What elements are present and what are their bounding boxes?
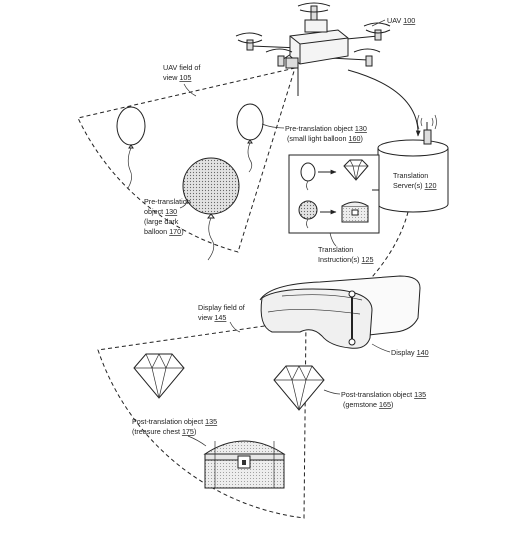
svg-text:(treasure chest 175): (treasure chest 175) (132, 427, 196, 436)
uav-fov-label: UAV field of view 105 (163, 63, 200, 97)
svg-text:view 145: view 145 (198, 313, 226, 322)
translation-instructions-label: Translation Instruction(s) 125 (318, 232, 374, 264)
server-icon: Translation Server(s) 120 (377, 139, 449, 213)
svg-text:Translation: Translation (393, 171, 428, 180)
gemstone-icon (133, 353, 185, 399)
svg-text:balloon 170): balloon 170) (144, 227, 184, 236)
balloon-icon (298, 200, 318, 229)
display-field-of-view (97, 319, 307, 519)
svg-text:Instruction(s) 125: Instruction(s) 125 (318, 255, 374, 264)
uav-to-server-arrow (347, 69, 421, 137)
display-fov-label: Display field of view 145 (198, 303, 245, 333)
post-translation-chest-label: Post-translation object 135 (treasure ch… (132, 417, 217, 447)
treasure-chest-icon (203, 440, 286, 489)
post-translation-gem-label: Post-translation object 135 (gemstone 16… (323, 389, 426, 409)
display-label: Display 140 (371, 343, 429, 357)
balloon-icon (236, 103, 264, 173)
svg-text:(gemstone 165): (gemstone 165) (343, 400, 393, 409)
svg-text:view 105: view 105 (163, 73, 191, 82)
svg-text:(large dark: (large dark (144, 217, 179, 226)
svg-text:Display 140: Display 140 (391, 348, 429, 357)
large-dark-balloon-icon (182, 157, 240, 261)
balloon-icon (116, 106, 146, 189)
svg-text:Pre-translation object 130: Pre-translation object 130 (285, 124, 367, 133)
svg-text:Post-translation object 135: Post-translation object 135 (341, 390, 426, 399)
svg-text:Translation: Translation (318, 245, 353, 254)
uav-label: UAV 100 (371, 16, 415, 27)
svg-text:Server(s) 120: Server(s) 120 (393, 181, 437, 190)
svg-text:object 130: object 130 (144, 207, 177, 216)
translation-instructions-box (288, 154, 380, 234)
balloon-icon (300, 162, 316, 191)
treasure-chest-icon (341, 201, 369, 223)
svg-text:UAV 100: UAV 100 (387, 16, 415, 25)
svg-text:Display field of: Display field of (198, 303, 245, 312)
pre-translation-large-label: Pre-translation object 130 (large dark b… (144, 197, 191, 236)
gemstone-icon (343, 159, 369, 181)
antenna-icon (417, 114, 437, 145)
svg-text:Pre-translation: Pre-translation (144, 197, 191, 206)
gemstone-icon (273, 365, 325, 411)
svg-text:Post-translation object 135: Post-translation object 135 (132, 417, 217, 426)
svg-text:UAV field of: UAV field of (163, 63, 200, 72)
headset-icon (259, 275, 421, 349)
uav-drone-icon (235, 2, 391, 96)
pre-translation-small-label: Pre-translation object 130 (small light … (261, 123, 367, 143)
uav-field-of-view (77, 67, 296, 253)
svg-text:(small light balloon 160): (small light balloon 160) (287, 134, 363, 143)
